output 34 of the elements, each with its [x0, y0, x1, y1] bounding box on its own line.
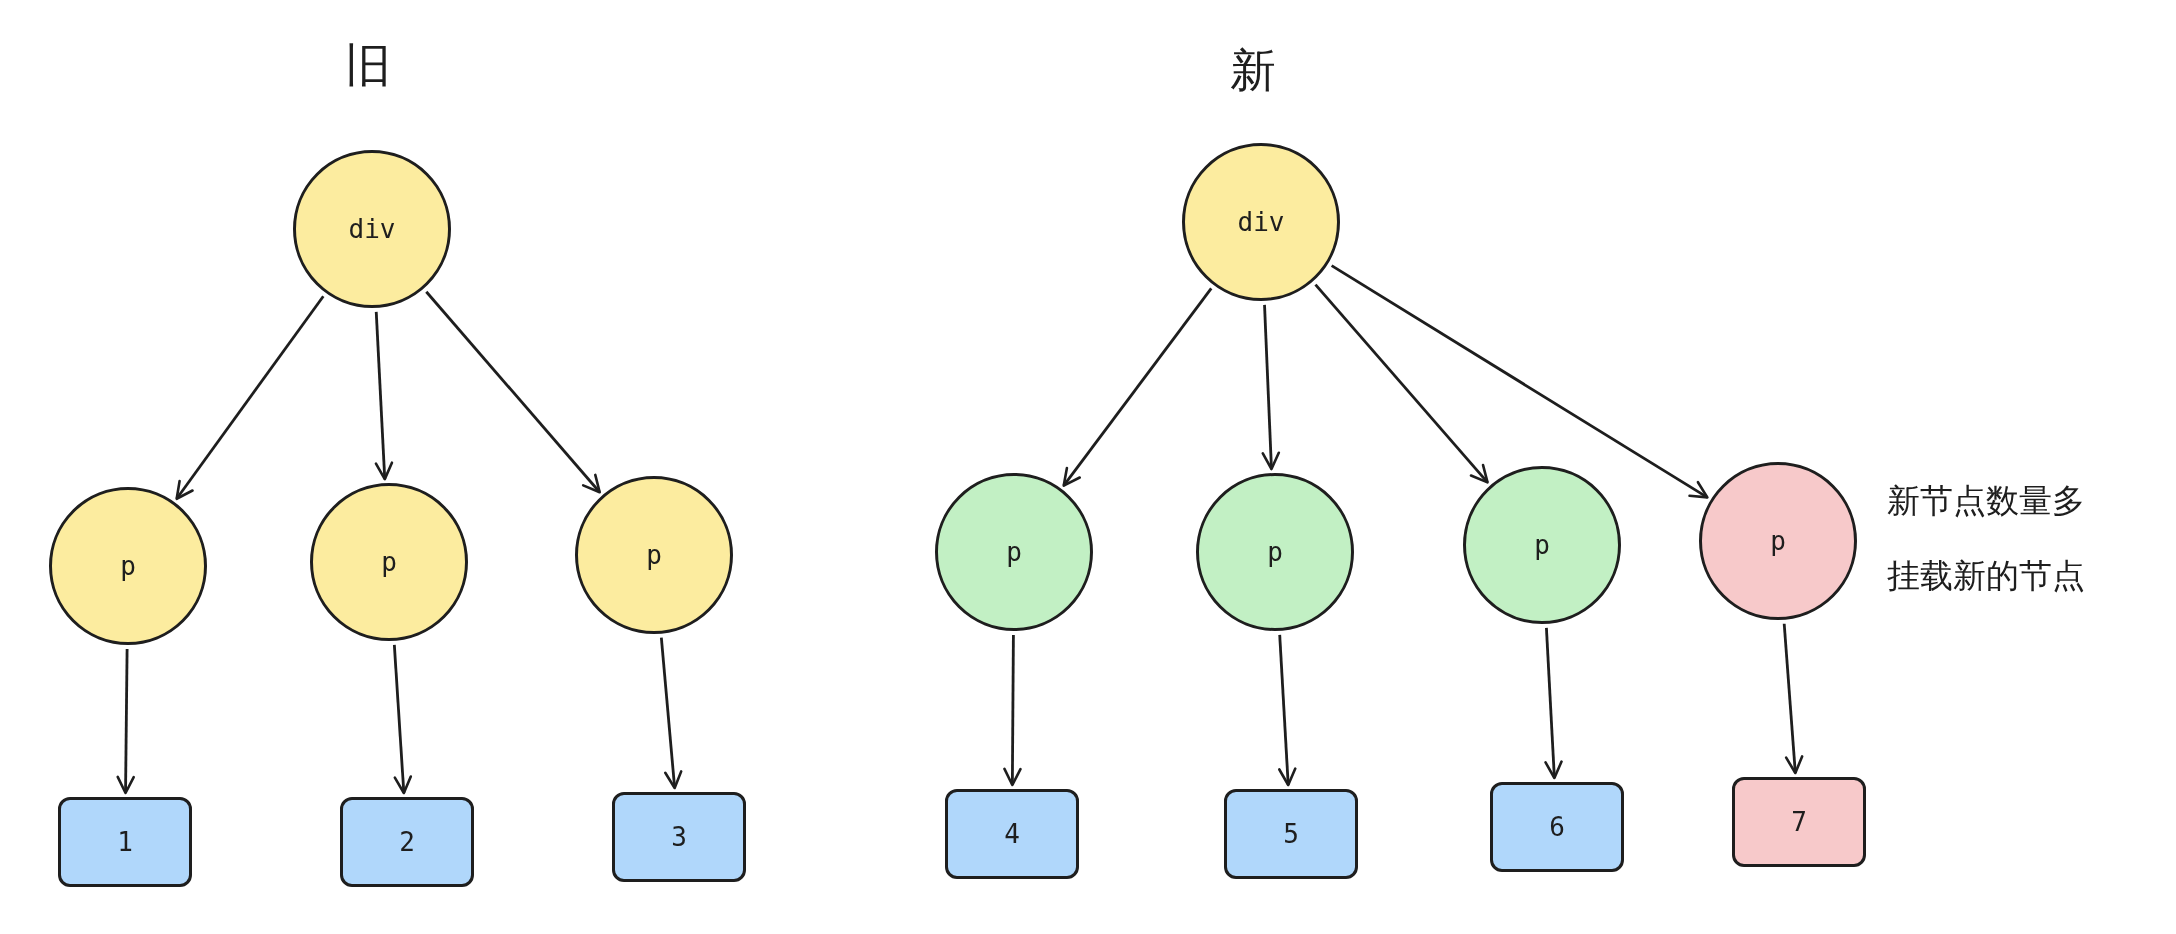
- arrow: [175, 295, 325, 501]
- leaf-box: 4: [945, 789, 1079, 879]
- arrow: [1062, 287, 1213, 487]
- arrow: [659, 637, 683, 790]
- tree-node-circle: p: [1196, 473, 1354, 631]
- tree-node-circle: p: [935, 473, 1093, 631]
- arrow: [425, 290, 601, 494]
- heading: 旧: [345, 37, 391, 94]
- leaf-box: 7: [1732, 777, 1866, 867]
- arrow: [1330, 264, 1709, 499]
- arrow: [1003, 635, 1022, 787]
- leaf-box: 6: [1490, 782, 1624, 872]
- leaf-box: 2: [340, 797, 474, 887]
- tree-node-circle: p: [310, 483, 468, 641]
- tree-node-circle: p: [49, 487, 207, 645]
- arrow: [1314, 283, 1489, 484]
- annotation-text: 新节点数量多: [1887, 480, 2085, 522]
- leaf-box: 3: [612, 792, 746, 882]
- tree-node-circle: div: [1182, 143, 1340, 301]
- tree-node-circle: p: [1463, 466, 1621, 624]
- arrow: [1782, 623, 1804, 775]
- tree-node-circle: p: [1699, 462, 1857, 620]
- leaf-box: 1: [58, 797, 192, 887]
- arrow: [392, 644, 413, 795]
- arrow: [1278, 634, 1297, 787]
- annotation-text: 挂载新的节点: [1887, 555, 2085, 597]
- arrow: [374, 311, 394, 481]
- tree-node-circle: div: [293, 150, 451, 308]
- heading: 新: [1230, 42, 1276, 99]
- leaf-box: 5: [1224, 789, 1358, 879]
- arrow: [1261, 304, 1281, 471]
- arrow: [116, 649, 135, 795]
- tree-node-circle: p: [575, 476, 733, 634]
- arrow: [1544, 627, 1563, 780]
